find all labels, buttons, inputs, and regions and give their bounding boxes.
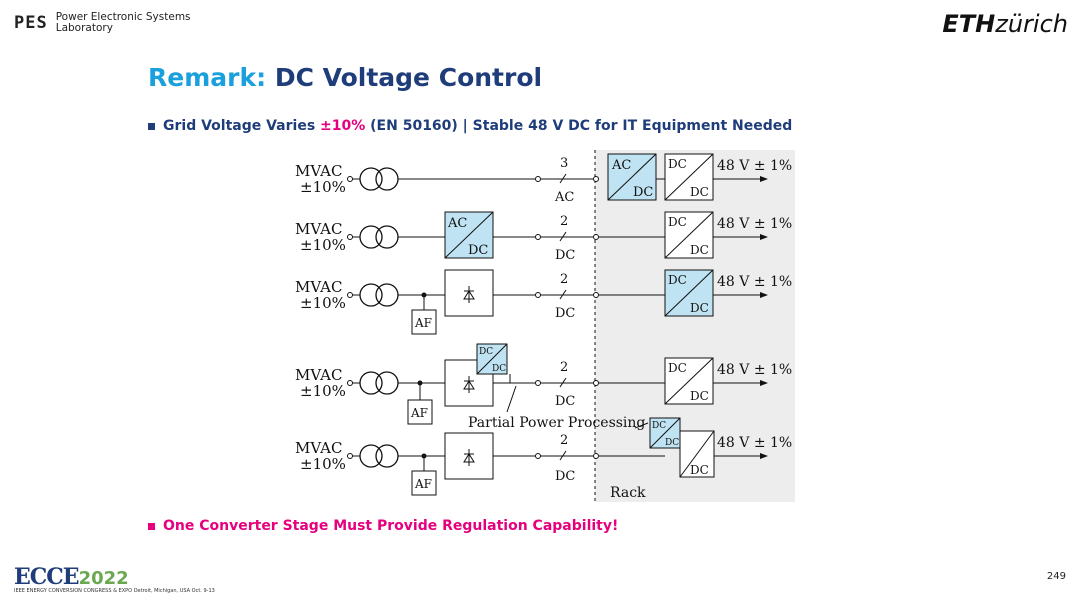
svg-text:DC: DC xyxy=(492,364,506,374)
bullet2-text: One Converter Stage Must Provide Regulat… xyxy=(163,518,619,534)
svg-text:DC: DC xyxy=(690,185,709,199)
lab-name-line1: Power Electronic Systems xyxy=(55,11,191,23)
row3-tol-label: ±10% xyxy=(300,294,346,312)
svg-text:DC: DC xyxy=(668,273,687,287)
row2-output-label: 48 V ± 1% xyxy=(717,216,792,232)
row-5: MVAC ±10% AF 2 DC DC DC DC 48 V ± 1% xyxy=(295,417,792,496)
svg-text:DC: DC xyxy=(652,421,666,431)
row4-af-label: AF xyxy=(410,406,428,420)
row1-ac-label: AC xyxy=(554,190,574,205)
row4-output-label: 48 V ± 1% xyxy=(717,362,792,378)
ecce-logo: ECCE2022 IEEE ENERGY CONVERSION CONGRESS… xyxy=(14,564,215,594)
row-2: MVAC ±10% AC DC 2 DC DC DC 48 V ± 1% xyxy=(295,211,792,263)
row4-mvac-label: MVAC xyxy=(295,366,342,384)
svg-text:AC: AC xyxy=(611,158,631,173)
row-3: MVAC ±10% AF 2 DC DC DC 48 V ± 1% xyxy=(295,269,792,335)
rack-label: Rack xyxy=(610,485,646,501)
bullet-square-icon xyxy=(148,522,155,530)
row3-af-label: AF xyxy=(414,316,432,330)
row2-tol-label: ±10% xyxy=(300,236,346,254)
page-number: 249 xyxy=(1046,571,1066,582)
row5-af-label: AF xyxy=(414,477,432,491)
svg-text:DC: DC xyxy=(668,215,687,229)
row5-output-label: 48 V ± 1% xyxy=(717,435,792,451)
eth-logo: ETHzürich xyxy=(942,10,1068,38)
ecce-logo-year: 2022 xyxy=(78,568,129,589)
svg-text:DC: DC xyxy=(690,243,709,257)
bullet-square-icon xyxy=(148,122,155,130)
row4-transformer-icon xyxy=(359,371,383,395)
row5-conductor-count: 2 xyxy=(560,433,568,448)
row2-dc-label: DC xyxy=(555,248,575,263)
svg-text:DC: DC xyxy=(668,157,687,171)
row5-active-filter xyxy=(411,470,437,496)
slide-title-rest: DC Voltage Control xyxy=(274,63,543,92)
row2-conductor-count: 2 xyxy=(560,214,568,229)
row1-mvac-label: MVAC xyxy=(295,162,342,180)
eth-logo-rest: zürich xyxy=(995,10,1068,38)
ppp-label: Partial Power Processing xyxy=(468,415,645,431)
pes-logo: PES Power Electronic Systems Laboratory xyxy=(14,12,191,34)
svg-text:DC: DC xyxy=(668,361,687,375)
row2-transformer-icon xyxy=(359,225,383,249)
bullet1-text-a: Grid Voltage Varies xyxy=(163,118,321,134)
row4-active-filter xyxy=(407,399,433,425)
row-1: MVAC ±10% 3 AC AC DC DC DC 48 V ± 1% xyxy=(295,153,792,205)
ecce-logo-subtitle: IEEE ENERGY CONVERSION CONGRESS & EXPO D… xyxy=(14,588,215,594)
row5-mvac-label: MVAC xyxy=(295,439,342,457)
bullet1-highlight: ±10% xyxy=(320,118,366,134)
svg-text:DC: DC xyxy=(690,301,709,315)
row2-mvac-label: MVAC xyxy=(295,220,342,238)
svg-text:DC: DC xyxy=(468,243,488,258)
pes-logo-mark: PES xyxy=(14,13,48,33)
bullet-grid-voltage: Grid Voltage Varies ±10% (EN 50160) | St… xyxy=(148,118,792,134)
row5-dc-label: DC xyxy=(555,469,575,484)
svg-text:DC: DC xyxy=(690,463,709,477)
bullet1-text-b: (EN 50160) | Stable 48 V DC for IT Equip… xyxy=(365,118,793,134)
row1-tol-label: ±10% xyxy=(300,178,346,196)
row-4: MVAC ±10% AF DC DC Partial Power Process… xyxy=(295,343,792,431)
lab-name: Power Electronic Systems Laboratory xyxy=(56,12,191,34)
row3-transformer-icon xyxy=(359,283,383,307)
eth-logo-bold: ETH xyxy=(942,10,996,38)
slide-title-lead: Remark: xyxy=(148,63,267,92)
row5-tol-label: ±10% xyxy=(300,455,346,473)
row3-mvac-label: MVAC xyxy=(295,278,342,296)
row1-output-label: 48 V ± 1% xyxy=(717,158,792,174)
row5-transformer-icon xyxy=(359,444,383,468)
svg-text:DC: DC xyxy=(690,389,709,403)
svg-text:DC: DC xyxy=(665,438,679,448)
row4-tol-label: ±10% xyxy=(300,382,346,400)
row3-dc-label: DC xyxy=(555,306,575,321)
bullet-regulation: One Converter Stage Must Provide Regulat… xyxy=(148,518,618,534)
ecce-logo-text: ECCE xyxy=(14,564,80,590)
row1-phase-count: 3 xyxy=(560,156,568,171)
lab-name-line2: Laboratory xyxy=(55,22,113,34)
svg-text:AC: AC xyxy=(447,216,467,231)
row3-conductor-count: 2 xyxy=(560,272,568,287)
slide-title: Remark: DC Voltage Control xyxy=(148,63,542,92)
row4-conductor-count: 2 xyxy=(560,360,568,375)
row1-transformer-icon xyxy=(359,167,383,191)
svg-text:DC: DC xyxy=(633,185,653,200)
svg-text:DC: DC xyxy=(479,347,493,357)
row3-active-filter xyxy=(411,309,437,335)
dc-voltage-control-diagram: MVAC ±10% 3 AC AC DC DC DC 48 V ± 1% MVA… xyxy=(295,150,795,502)
row3-output-label: 48 V ± 1% xyxy=(717,274,792,290)
row4-dc-label: DC xyxy=(555,394,575,409)
